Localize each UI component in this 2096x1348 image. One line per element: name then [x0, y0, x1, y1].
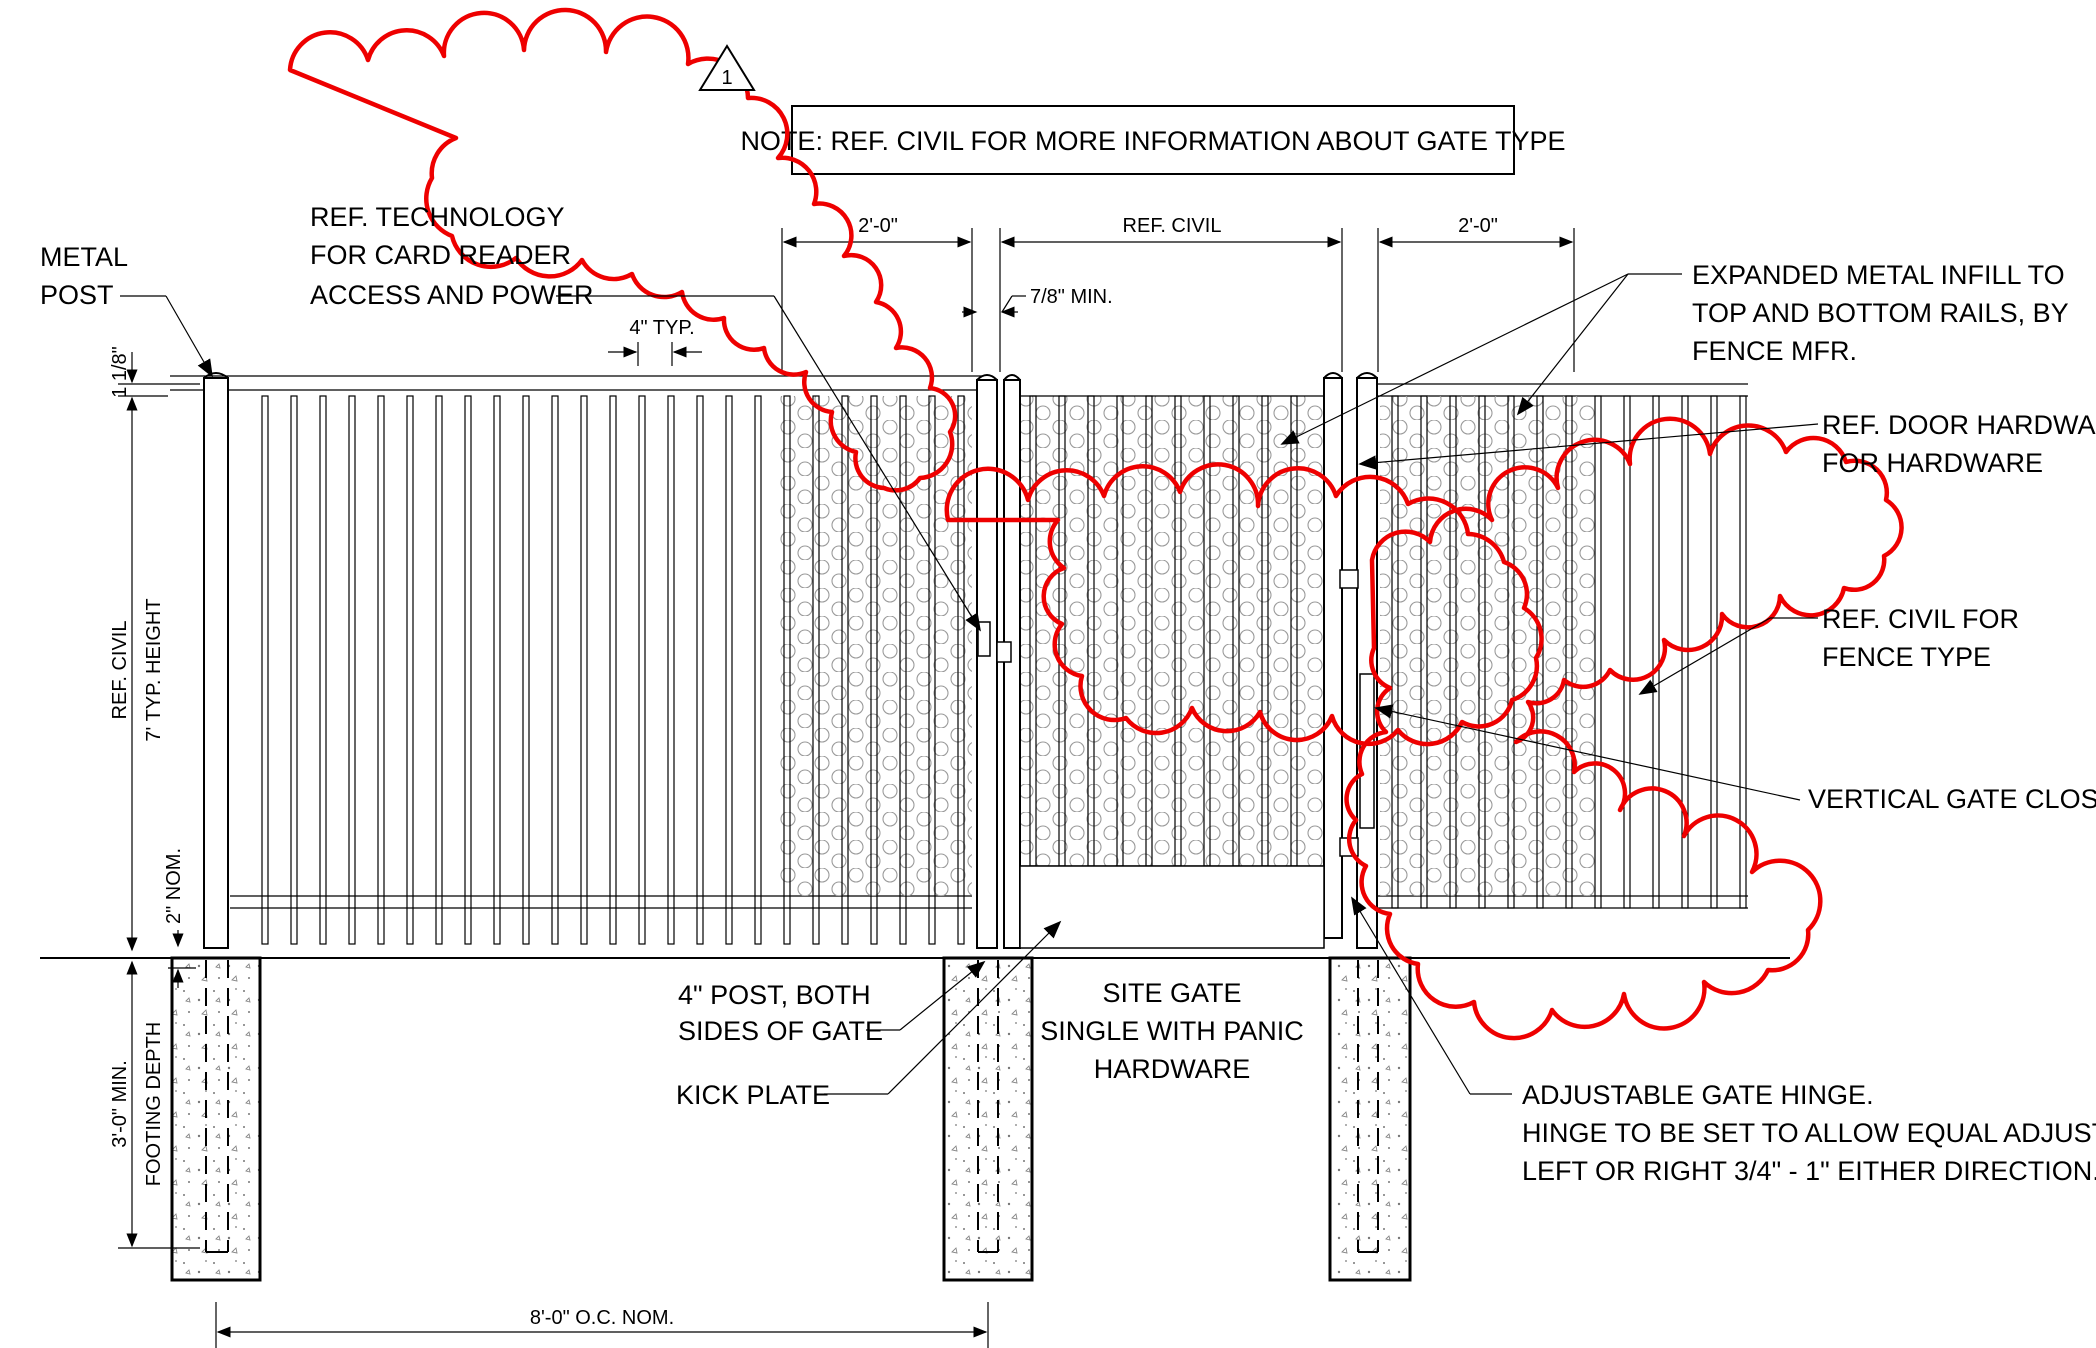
picket: [1478, 395, 1486, 909]
picket: [319, 395, 327, 945]
dim-left-2ft-text: 2'-0": [858, 215, 898, 237]
dim-gate-width-text: REF. CIVIL: [1123, 215, 1222, 237]
revision-cloud-right: [1344, 416, 1904, 1041]
picket: [377, 395, 385, 945]
label-site-gate-1: SITE GATE: [1102, 978, 1241, 1008]
dimension-left-2ft: 2'-0": [781, 215, 973, 372]
gate-post-left: [976, 374, 1021, 949]
label-closure: VERTICAL GATE CLOSURE: [1808, 784, 2096, 814]
label-site-gate-2: SINGLE WITH PANIC: [1040, 1016, 1304, 1046]
picket: [435, 395, 443, 945]
dim-height-line2: 7' TYP. HEIGHT: [143, 598, 165, 741]
revision-number: 1: [721, 67, 732, 89]
label-expanded-1: EXPANDED METAL INFILL TO: [1692, 260, 2065, 290]
dimension-gap: 7/8" MIN.: [962, 286, 1113, 318]
dim-top-offset-text: 1 1/8": [109, 346, 131, 398]
label-kick-plate: KICK PLATE: [676, 1080, 830, 1110]
picket: [348, 395, 356, 945]
picket: [522, 395, 530, 945]
picket: [290, 395, 298, 945]
label-post-1: 4" POST, BOTH: [678, 980, 871, 1010]
dim-height-line1: REF. CIVIL: [109, 621, 131, 720]
site-gate-frame: [1019, 395, 1325, 949]
dim-right-2ft-text: 2'-0": [1458, 215, 1498, 237]
dimension-picket-spacing: 4" TYP.: [608, 317, 702, 366]
dim-picket-text: 4" TYP.: [629, 317, 694, 339]
dim-footing-line2: FOOTING DEPTH: [143, 1022, 165, 1186]
dimension-post-spacing: 8'-0" O.C. NOM.: [215, 1302, 989, 1348]
picket: [1652, 395, 1660, 909]
label-fence-type-1: REF. CIVIL FOR: [1822, 604, 2019, 634]
picket: [812, 395, 820, 945]
kick-plate: [1019, 865, 1325, 949]
picket: [725, 395, 733, 945]
picket: [1507, 395, 1515, 909]
expanded-metal-infill-left: [780, 396, 972, 896]
dimension-height: 1 1/8" REF. CIVIL 7' TYP. HEIGHT: [109, 346, 200, 952]
picket: [928, 395, 936, 945]
picket: [638, 395, 646, 945]
label-tech-1: REF. TECHNOLOGY: [310, 202, 565, 232]
picket: [667, 395, 675, 945]
picket: [551, 395, 559, 945]
picket: [261, 395, 269, 945]
picket: [464, 395, 472, 945]
picket: [1420, 395, 1428, 909]
picket: [406, 395, 414, 945]
label-door-hardware-1: REF. DOOR HARDWARE: [1822, 410, 2096, 440]
footing-right: [1328, 956, 1412, 1282]
footing-left: [170, 956, 262, 1282]
gate-post-right: [1323, 372, 1378, 949]
revision-delta: 1: [698, 44, 756, 91]
picket: [957, 395, 965, 945]
revision-cloud-upper-left: [287, 7, 958, 493]
label-tech-2: FOR CARD READER: [310, 240, 571, 270]
picket: [696, 395, 704, 945]
label-fence-type-2: FENCE TYPE: [1822, 642, 1991, 672]
dim-gap-text: 7/8" MIN.: [1030, 286, 1113, 308]
picket: [1449, 395, 1457, 909]
label-hinge-3: LEFT OR RIGHT 3/4" - 1" EITHER DIRECTION…: [1522, 1156, 2096, 1186]
leader-lines: [120, 273, 1819, 1095]
picket: [609, 395, 617, 945]
expanded-metal-infill-right: [1380, 396, 1595, 896]
note-text: NOTE: REF. CIVIL FOR MORE INFORMATION AB…: [740, 126, 1565, 156]
dim-footing-line1: 3'-0" MIN.: [109, 1060, 131, 1148]
pickets-left: [261, 395, 965, 945]
label-door-hardware-2: FOR HARDWARE: [1822, 448, 2043, 478]
picket: [1594, 395, 1602, 909]
revision-cloud-gate: [944, 462, 1544, 747]
picket: [1623, 395, 1631, 909]
label-tech-3: ACCESS AND POWER: [310, 280, 594, 310]
picket: [493, 395, 501, 945]
picket: [1565, 395, 1573, 909]
dim-post-spacing-text: 8'-0" O.C. NOM.: [530, 1307, 674, 1329]
footing-middle: [942, 956, 1034, 1282]
label-hinge-1: ADJUSTABLE GATE HINGE.: [1522, 1080, 1874, 1110]
dimension-bottom-clearance: 2" NOM.: [163, 848, 196, 988]
dim-bottom-clearance-text: 2" NOM.: [163, 848, 185, 924]
label-expanded-3: FENCE MFR.: [1692, 336, 1857, 366]
note-box: NOTE: REF. CIVIL FOR MORE INFORMATION AB…: [740, 105, 1566, 175]
picket: [754, 395, 762, 945]
picket: [841, 395, 849, 945]
metal-post-left: [203, 372, 229, 949]
picket: [1391, 395, 1399, 909]
picket: [899, 395, 907, 945]
picket: [783, 395, 791, 945]
label-expanded-2: TOP AND BOTTOM RAILS, BY: [1692, 298, 2069, 328]
picket: [580, 395, 588, 945]
dimension-footing: 3'-0" MIN. FOOTING DEPTH: [109, 960, 200, 1249]
label-post-2: SIDES OF GATE: [678, 1016, 883, 1046]
label-metal-post-1: METAL: [40, 242, 128, 272]
label-hinge-2: HINGE TO BE SET TO ALLOW EQUAL ADJUSTMEN…: [1522, 1118, 2096, 1148]
picket: [1739, 395, 1747, 909]
picket: [870, 395, 878, 945]
dimension-gate-width: REF. CIVIL: [999, 215, 1343, 372]
label-metal-post-2: POST: [40, 280, 114, 310]
label-site-gate-3: HARDWARE: [1094, 1054, 1251, 1084]
